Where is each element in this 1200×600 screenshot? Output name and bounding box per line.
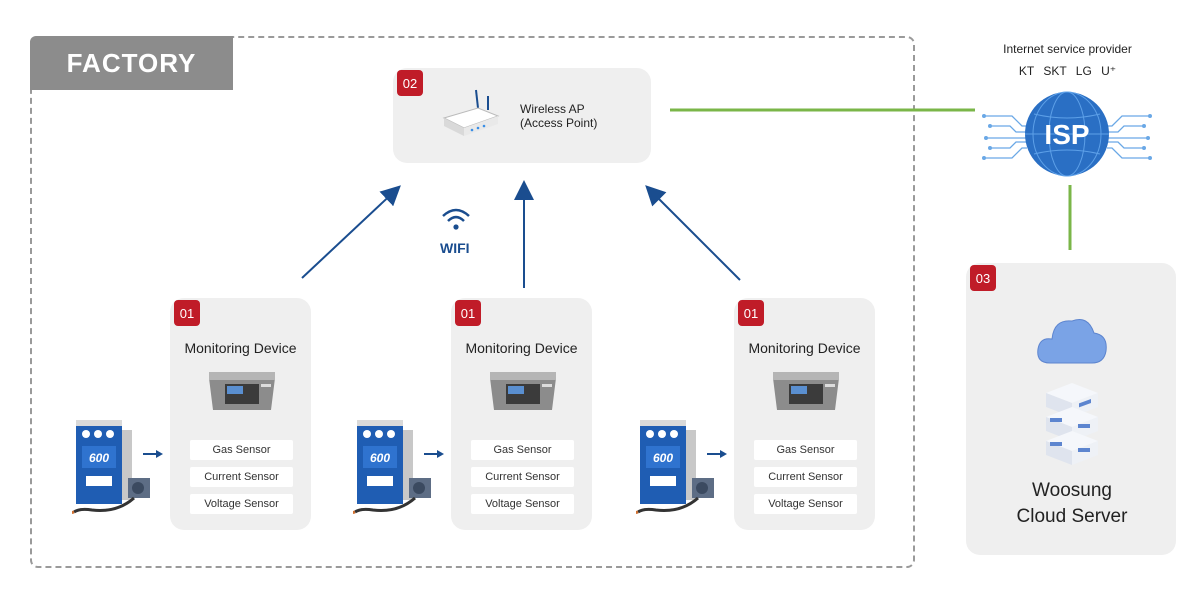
current-sensor-label: Current Sensor	[190, 467, 293, 487]
wifi-icon	[442, 208, 470, 230]
monitoring-device-card-2: 01 Monitoring Device Gas Sensor Current …	[451, 298, 592, 530]
svg-text:600: 600	[370, 451, 390, 465]
cloud-server-card: 03	[966, 263, 1176, 555]
voltage-sensor-label: Voltage Sensor	[190, 494, 293, 514]
welder-to-device-arrow-3	[707, 450, 727, 458]
monitoring-device-card-3: 01 Monitoring Device Gas Sensor Current …	[734, 298, 875, 530]
monitoring-device-card-1: 01 Monitoring Device Gas Sensor Current …	[170, 298, 311, 530]
router-icon	[442, 89, 500, 136]
isp-globe-icon: ISP	[982, 91, 1152, 177]
wifi-label: WIFI	[440, 240, 470, 256]
current-sensor-label: Current Sensor	[754, 467, 857, 487]
cloud-server-badge: 03	[970, 265, 996, 291]
svg-text:600: 600	[89, 451, 109, 465]
device1-uplink-arrow	[301, 185, 401, 279]
monitoring-unit-icon	[209, 372, 275, 410]
access-point-label: Wireless AP (Access Point)	[520, 102, 597, 130]
gas-sensor-label: Gas Sensor	[754, 440, 857, 460]
cloud-server-subtitle: Cloud Server	[1016, 506, 1128, 527]
monitoring-unit-icon	[773, 372, 839, 410]
device-badge: 01	[738, 300, 764, 326]
device-title: Monitoring Device	[748, 340, 861, 356]
access-point-badge: 02	[397, 70, 423, 96]
isp-carriers: KT SKT LG U⁺	[1018, 64, 1117, 78]
gas-sensor-label: Gas Sensor	[471, 440, 574, 460]
device-badge: 01	[174, 300, 200, 326]
isp-title: Internet service provider	[1003, 42, 1132, 56]
svg-text:600: 600	[653, 451, 673, 465]
device-badge: 01	[455, 300, 481, 326]
cloud-server-label: Woosung Cloud Server	[968, 478, 1176, 530]
cloud-server-icon	[1037, 319, 1107, 465]
device3-uplink-arrow	[645, 185, 741, 281]
device-title: Monitoring Device	[465, 340, 578, 356]
access-point-subtitle: (Access Point)	[520, 116, 598, 130]
factory-label: FACTORY	[30, 36, 233, 90]
access-point-title: Wireless AP	[520, 102, 585, 116]
voltage-sensor-label: Voltage Sensor	[754, 494, 857, 514]
access-point-card: 02	[393, 68, 651, 163]
welding-machine-icon-2: 600	[353, 420, 431, 515]
cloud-server-title: Woosung	[1032, 480, 1112, 501]
monitoring-unit-icon	[490, 372, 556, 410]
isp-globe-label: ISP	[1044, 119, 1089, 150]
current-sensor-label: Current Sensor	[471, 467, 574, 487]
device-title: Monitoring Device	[184, 340, 297, 356]
welder-to-device-arrow-1	[143, 450, 163, 458]
gas-sensor-label: Gas Sensor	[190, 440, 293, 460]
voltage-sensor-label: Voltage Sensor	[471, 494, 574, 514]
factory-boundary	[30, 36, 915, 568]
welding-machine-icon-3: 600	[636, 420, 714, 515]
welding-machine-icon-1: 600	[72, 420, 150, 515]
welder-to-device-arrow-2	[424, 450, 444, 458]
